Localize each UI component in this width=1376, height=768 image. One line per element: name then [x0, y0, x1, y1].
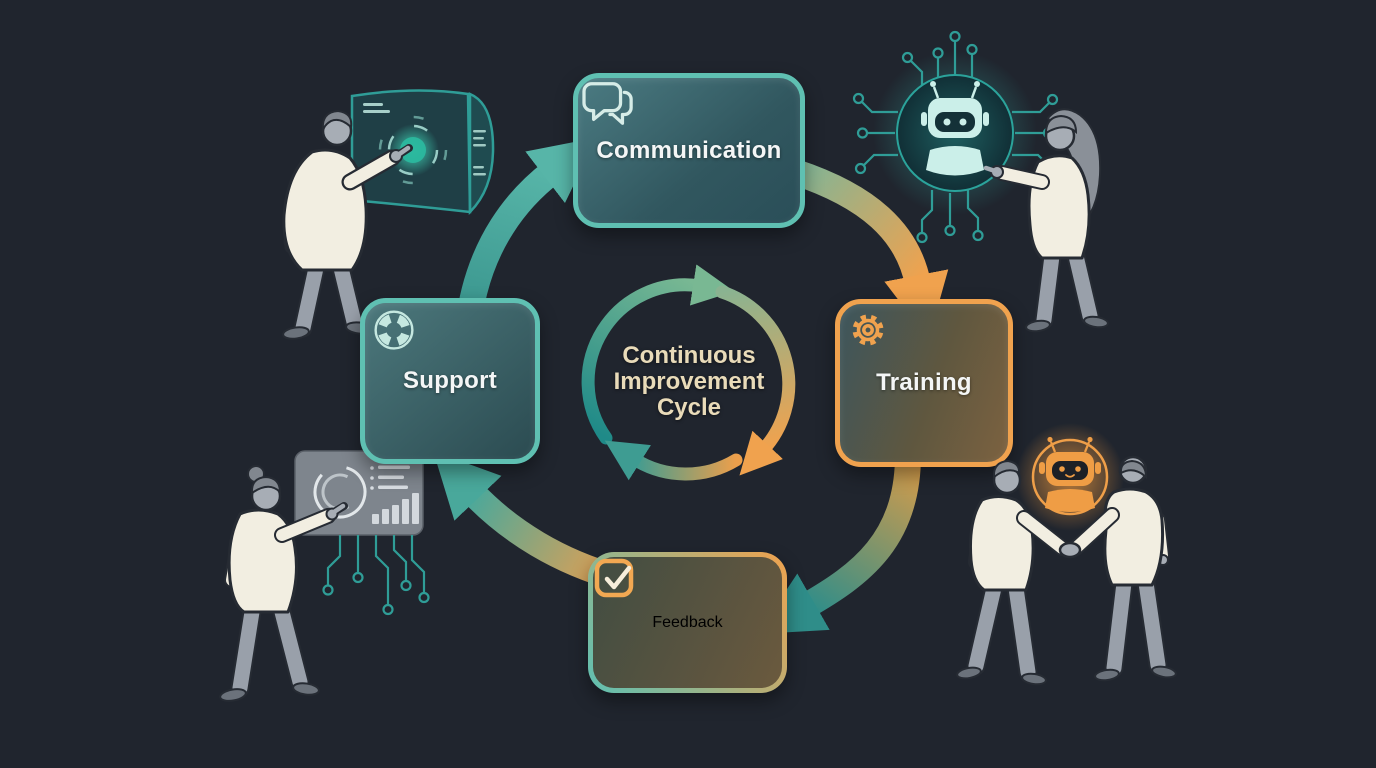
analytics-dashboard-icon: [294, 450, 430, 616]
node-label-support: Support: [402, 367, 498, 394]
node-communication: Communication: [573, 73, 805, 228]
node-support: Support: [360, 298, 540, 464]
person-handshake-left: [956, 459, 1070, 686]
ai-robot-circuit-icon: [852, 30, 1059, 244]
center-title-line2: Improvement: [613, 368, 765, 395]
center-title: Continuous Improvement Cycle: [589, 343, 789, 421]
gear-icon: [852, 314, 884, 346]
node-label-feedback: Feedback: [652, 613, 723, 631]
woman-pointing-at-analytics-dashboard: [219, 450, 430, 702]
person-woman-reaching: [983, 108, 1109, 333]
robot-face-icon: [921, 81, 989, 176]
arrow-communication-to-training: [782, 159, 949, 340]
center-title-line1: Continuous: [622, 342, 756, 369]
holographic-screen-icon: [350, 89, 495, 216]
bar-chart-icon: [372, 493, 419, 524]
circuit-traces-icon: [322, 535, 430, 616]
chat-bubbles-icon: [582, 82, 633, 125]
cycle-arc-bottom: [604, 440, 743, 481]
node-label-training: Training: [876, 369, 972, 396]
handshake-hands: [1058, 541, 1082, 559]
person-handshake-right: [1068, 455, 1177, 682]
arrow-training-to-feedback: [757, 442, 921, 635]
checkbox-check-icon: [594, 558, 634, 598]
ai-robot-badge-icon: [1016, 423, 1124, 531]
node-feedback: Feedback: [588, 552, 787, 693]
node-label-communication: Communication: [596, 136, 782, 164]
center-title-line3: Cycle: [656, 394, 722, 421]
woman-interacting-with-ai-robot-circuit: [852, 30, 1109, 333]
node-training: Training: [835, 299, 1013, 467]
person-woman-pointing: [219, 465, 348, 702]
lifebuoy-icon: [374, 310, 414, 350]
